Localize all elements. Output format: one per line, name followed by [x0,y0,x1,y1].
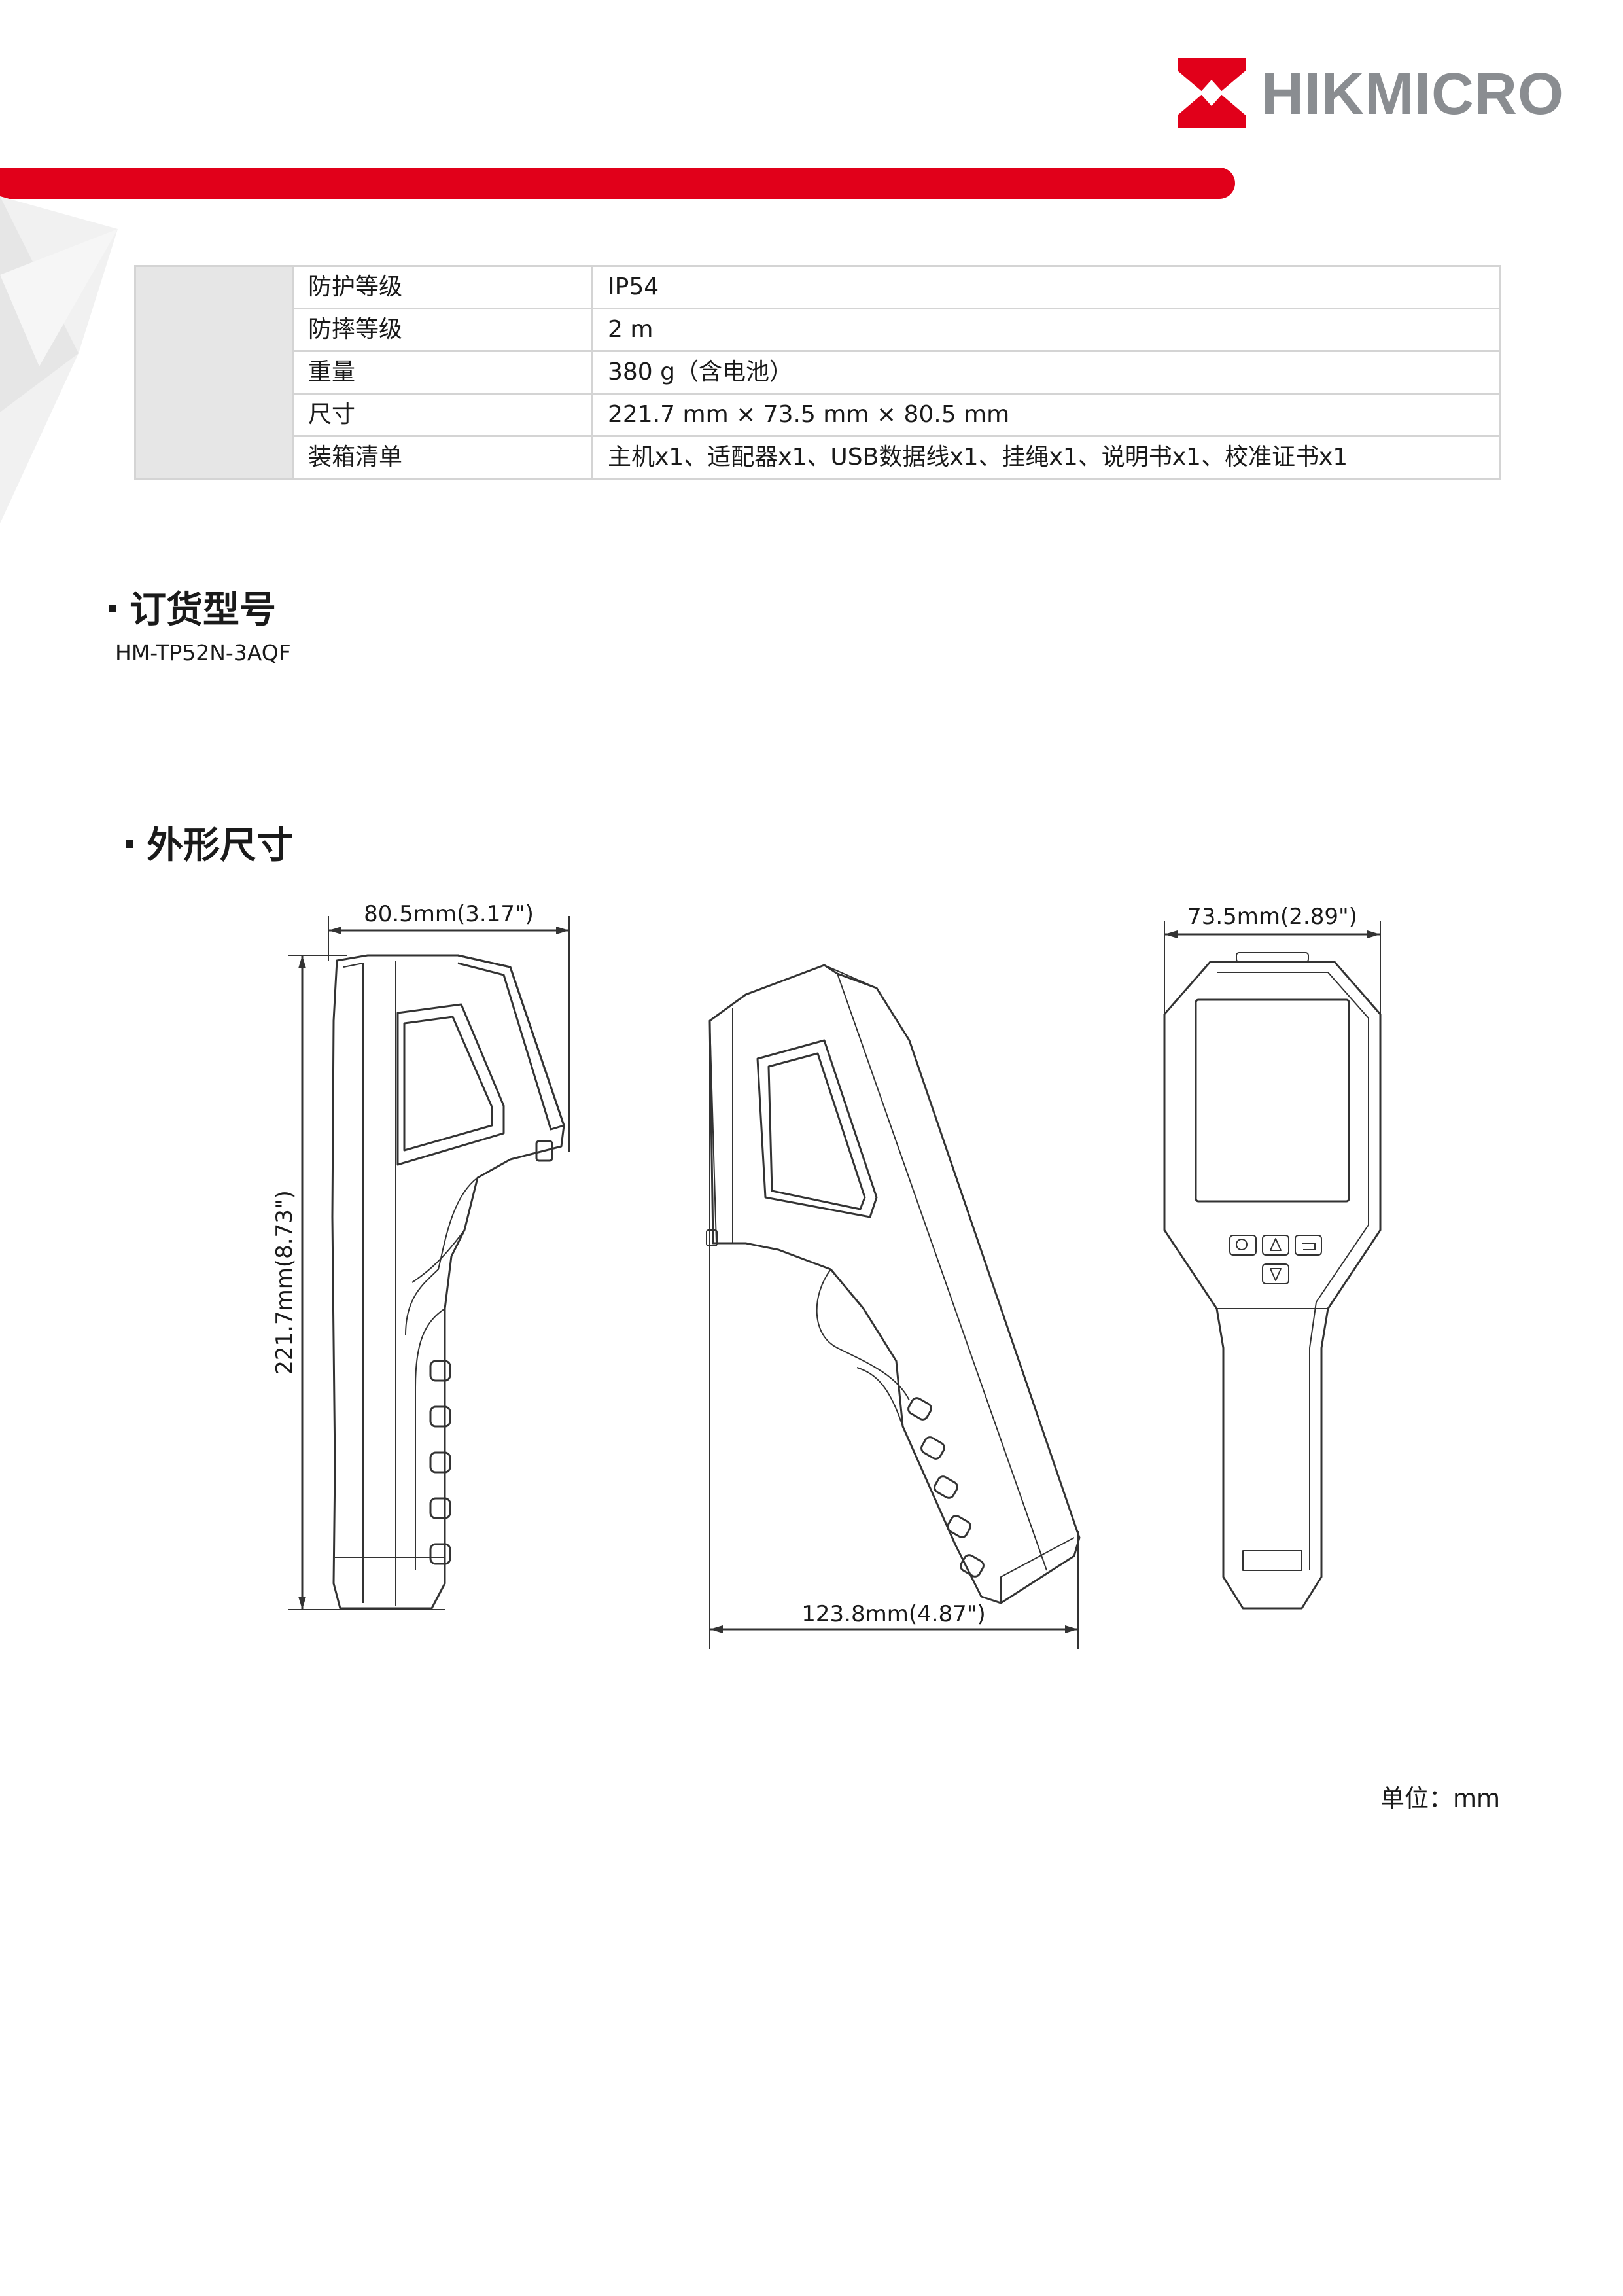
bullet-icon [126,839,133,848]
table-row: 防摔等级 2 m [135,308,1501,352]
brand-name: HIKMICRO [1261,62,1564,127]
dimension-drawing: 80.5mm(3.17") 221.7mm(8.73") [271,901,1382,1649]
spec-value: 380 g（含电池） [591,350,1501,395]
dimensions-section-title: 外形尺寸 [126,823,293,869]
ordering-section-title: 订货型号 [109,588,276,633]
spec-label: 防护等级 [292,265,593,309]
side-width-label: 80.5mm(3.17") [364,901,534,927]
bullet-icon [109,604,116,612]
height-label: 221.7mm(8.73") [271,1190,298,1374]
table-group-cell [134,265,294,480]
dimensions-title-text: 外形尺寸 [147,824,293,867]
spec-label: 重量 [292,350,593,395]
depth-label: 123.8mm(4.87") [801,1601,985,1627]
spec-label: 尺寸 [292,393,593,437]
spec-label: 防摔等级 [292,308,593,352]
table-row: 重量 380 g（含电池） [135,350,1501,395]
spec-value: IP54 [591,265,1501,309]
spec-value: 221.7 mm × 73.5 mm × 80.5 mm [591,393,1501,437]
front-width-label: 73.5mm(2.89") [1187,904,1357,930]
header-red-bar [0,168,1235,199]
corner-decoration [0,196,118,523]
table-row: 尺寸 221.7 mm × 73.5 mm × 80.5 mm [135,393,1501,437]
spec-value: 主机x1、适配器x1、USB数据线x1、挂绳x1、说明书x1、校准证书x1 [591,435,1501,480]
unit-note: 单位：mm [1380,1784,1501,1812]
spec-table: 防护等级 IP54 防摔等级 2 m 重量 380 g（含电池） 尺寸 221.… [134,265,1501,480]
table-row: 防护等级 IP54 [134,265,1501,480]
table-row: 装箱清单 主机x1、适配器x1、USB数据线x1、挂绳x1、说明书x1、校准证书… [135,435,1501,480]
angled-view: 123.8mm(4.87") [706,964,1081,1649]
front-view: 73.5mm(2.89") [1163,904,1382,1610]
spec-label: 装箱清单 [292,435,593,480]
brand-logo: HIKMICRO [1178,58,1563,131]
side-view: 80.5mm(3.17") 221.7mm(8.73") [271,901,570,1610]
hikmicro-logo-icon [1178,58,1246,128]
ordering-title-text: 订货型号 [130,589,276,631]
model-number: HM-TP52N-3AQF [115,640,291,665]
spec-value: 2 m [591,308,1501,352]
